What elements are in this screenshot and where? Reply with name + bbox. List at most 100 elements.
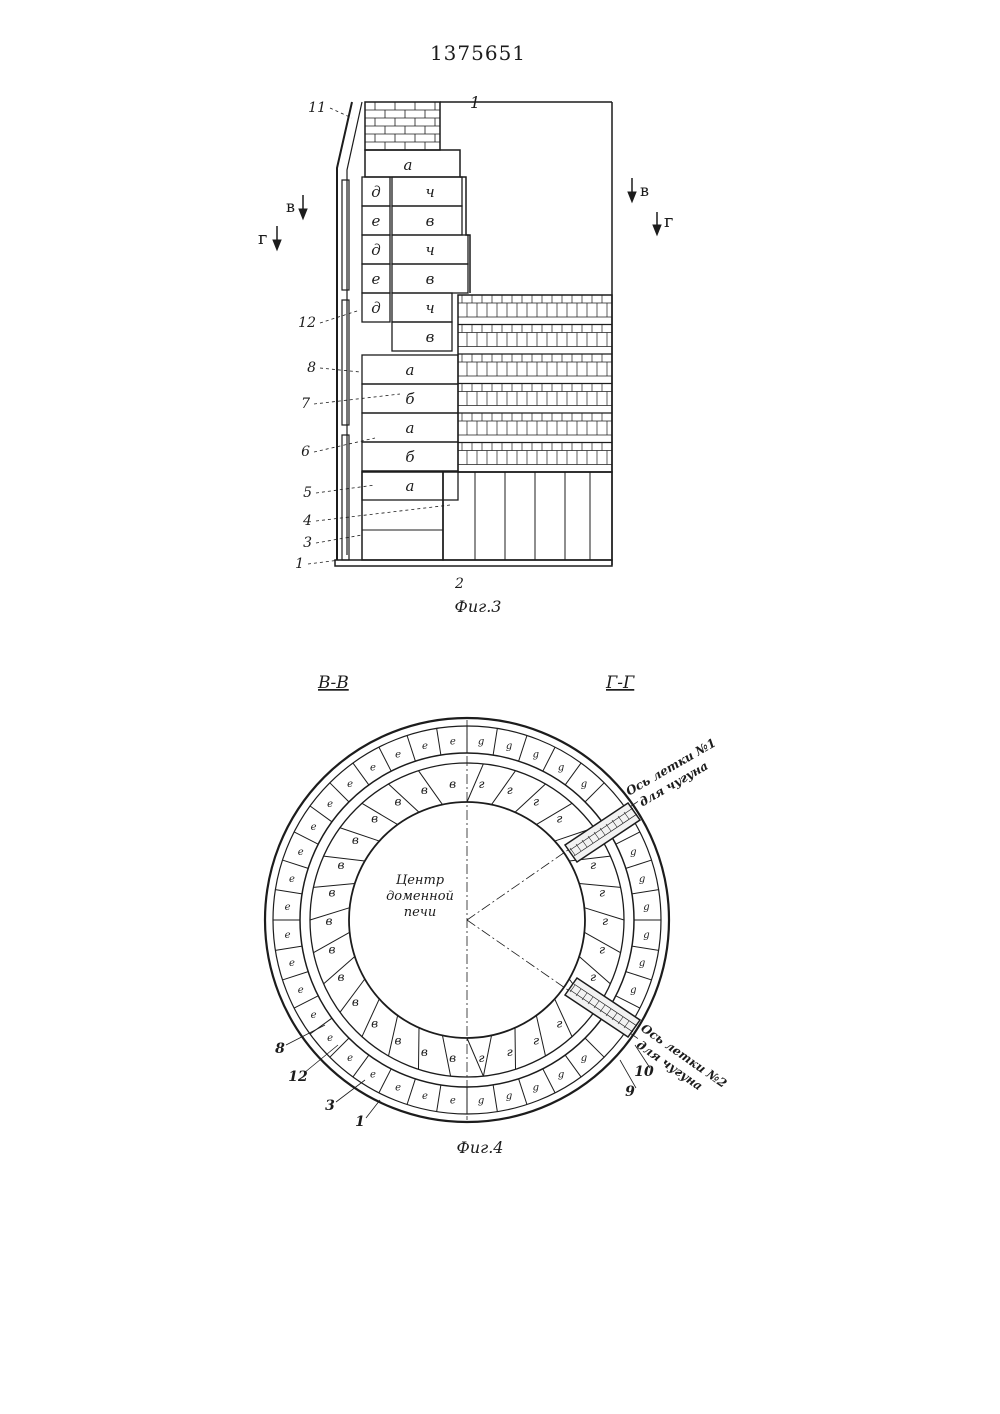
- layer-row-label: а: [406, 419, 415, 437]
- outer-ring-block-label: е: [450, 737, 456, 748]
- inner-ring-block-label: в: [352, 995, 359, 1009]
- shell-outline: [336, 101, 353, 560]
- outer-ring-block-label: е: [422, 741, 428, 752]
- fig4-caption: Фиг.4: [457, 1138, 504, 1157]
- fig3-callout: 7: [301, 396, 310, 412]
- fig4-callout: 9: [625, 1084, 635, 1100]
- outer-ring-block-label: g: [506, 741, 512, 752]
- outer-ring-block-label: g: [643, 902, 649, 913]
- outer-ring-block-label: е: [311, 1010, 317, 1021]
- inner-ring-block-label: г: [533, 1034, 539, 1048]
- outer-ring-block-label: g: [581, 1053, 587, 1064]
- outer-ring-block-label: е: [289, 874, 295, 885]
- outer-ring-block-label: е: [298, 847, 304, 858]
- outer-block-label: е: [372, 212, 381, 230]
- top-row-label: а: [404, 156, 413, 174]
- inner-ring-block-label: г: [599, 943, 605, 957]
- section-label-v-left: в: [286, 197, 295, 216]
- inner-ring-block-label: в: [371, 811, 378, 825]
- cooler-plate: [341, 179, 350, 291]
- fig4-callout: 1: [355, 1114, 365, 1130]
- inner-ring-block-label: г: [590, 970, 596, 984]
- outer-ring-block-label: е: [347, 779, 353, 790]
- outer-block: [361, 292, 391, 323]
- fig3-callout: 12: [298, 315, 316, 331]
- fig3-callout: 3: [303, 535, 312, 551]
- inner-ring-block-label: в: [449, 777, 456, 791]
- inner-ring-block-label: в: [337, 970, 344, 984]
- inner-block-label: ч: [425, 299, 434, 317]
- center-label-line2: доменной: [386, 889, 454, 904]
- outer-ring-block-label: е: [311, 822, 317, 833]
- inner-ring-block-label: в: [329, 943, 336, 957]
- outer-ring-block-label: е: [395, 750, 401, 761]
- inner-ring-block-label: в: [421, 1045, 428, 1059]
- outer-ring-block-label: g: [639, 874, 645, 885]
- layer-row-label: а: [406, 361, 415, 379]
- section-label-g-right: г: [664, 211, 673, 232]
- outer-ring-block-label: е: [298, 985, 304, 996]
- fig3-callout: 11: [308, 100, 326, 116]
- bottom-blocks: [442, 471, 613, 561]
- inner-block-label: в: [426, 328, 435, 346]
- inner-ring-block-label: в: [421, 783, 428, 797]
- layer-row-label: б: [405, 448, 415, 466]
- inner-ring-block-label: г: [599, 885, 605, 899]
- bottom-plate: [334, 559, 613, 567]
- fig4-callout: 3: [325, 1098, 335, 1114]
- inner-ring-block-label: г: [556, 1017, 562, 1031]
- inner-block-label: ч: [425, 183, 434, 201]
- center-label-line3: печи: [404, 905, 437, 920]
- inner-ring-block-label: г: [478, 777, 484, 791]
- outer-block-label: д: [371, 299, 381, 317]
- outer-ring-block-label: g: [558, 763, 564, 774]
- inner-ring-block-label: г: [590, 858, 596, 872]
- section-arrow-g-right: [652, 212, 662, 237]
- inner-block-label: в: [426, 212, 435, 230]
- tap-hole-2: [563, 976, 642, 1039]
- outer-ring-block-label: е: [285, 902, 291, 913]
- patent-number: 1375651: [430, 41, 526, 65]
- fig3-callout: 6: [301, 444, 310, 460]
- fig3-callout: 1: [295, 556, 304, 572]
- inner-ring-block-label: в: [395, 1034, 402, 1048]
- block-row-a: [364, 149, 461, 178]
- inner-ring-block-label: г: [556, 811, 562, 825]
- outer-ring-block-label: е: [370, 1069, 376, 1080]
- fig4-callout: 10: [634, 1064, 654, 1080]
- shell-inner-line: [346, 101, 363, 555]
- outer-ring-block-label: е: [370, 763, 376, 774]
- inner-ring-block-label: в: [326, 914, 333, 928]
- lower-layers: [361, 471, 444, 561]
- outer-ring-block-label: е: [327, 1033, 333, 1044]
- inner-ring-block-label: в: [371, 1017, 378, 1031]
- outer-ring-block-label: е: [347, 1053, 353, 1064]
- outer-ring-block-label: g: [506, 1091, 512, 1102]
- outer-ring-block-label: g: [643, 930, 649, 941]
- section-title-vv: В-В: [317, 673, 349, 693]
- outer-ring-block-label: g: [581, 779, 587, 790]
- outer-ring-block-label: g: [478, 1095, 484, 1106]
- inner-block-label: ч: [425, 241, 434, 259]
- fig3-callout: 5: [303, 485, 312, 501]
- section-label-v-right: в: [640, 181, 649, 200]
- fig3-caption: Фиг.3: [455, 597, 502, 616]
- outer-ring-block-label: g: [478, 737, 484, 748]
- outer-ring-block-label: е: [285, 930, 291, 941]
- outer-shell-circle: [263, 716, 671, 1124]
- figure-4-horizontal-section: [263, 716, 671, 1124]
- outer-ring-block-label: g: [533, 750, 539, 761]
- fig4-callout: 12: [288, 1069, 308, 1085]
- section-arrow-v-right: [627, 178, 637, 204]
- cooler-plate: [341, 434, 350, 561]
- layer-row-label: а: [406, 477, 415, 495]
- fig3-callout: 8: [307, 360, 316, 376]
- inner-ring-block-label: в: [352, 833, 359, 847]
- inner-ring-block-label: г: [507, 783, 513, 797]
- outer-ring-block-label: е: [422, 1091, 428, 1102]
- inner-ring-block-label: г: [602, 914, 608, 928]
- inner-ring-block-label: в: [449, 1051, 456, 1065]
- step-profile: [460, 176, 471, 293]
- outer-block-label: е: [372, 270, 381, 288]
- fig3-bottom-label: 2: [454, 576, 464, 592]
